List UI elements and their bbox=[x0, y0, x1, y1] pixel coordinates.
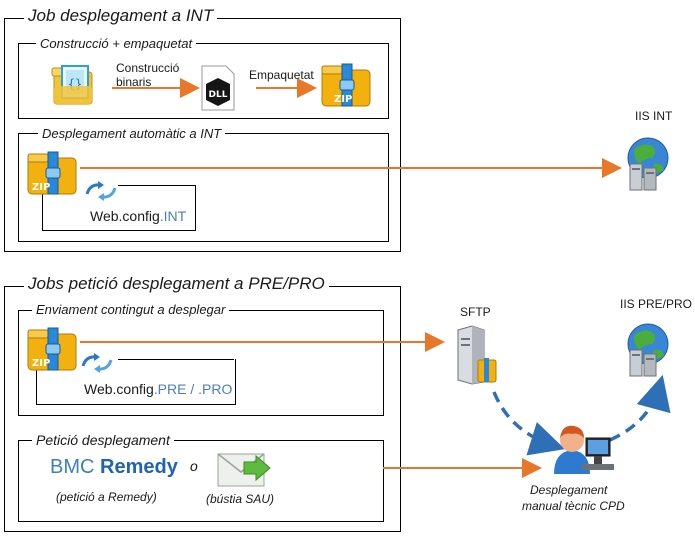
refresh-icon bbox=[85, 181, 117, 201]
svg-text:ZIP: ZIP bbox=[32, 182, 50, 193]
pack-label: Empaquetat bbox=[249, 68, 314, 82]
refresh-icon bbox=[81, 353, 113, 373]
source-code-icon: {} bbox=[51, 65, 93, 105]
manual-label-1: Desplegament bbox=[530, 483, 608, 497]
send-title: Enviament contingut a desplegar bbox=[32, 302, 230, 317]
bmc-remedy-logo: BMC Remedy bbox=[50, 456, 178, 479]
iis-server-icon bbox=[627, 137, 669, 191]
svg-text:ZIP: ZIP bbox=[32, 358, 50, 369]
auto-deploy-title: Desplegament automàtic a INT bbox=[38, 126, 226, 141]
iis-int-label: IIS INT bbox=[635, 109, 673, 123]
job-int-title: Job desplegament a INT bbox=[24, 6, 218, 26]
config-int-prefix: Web.config bbox=[90, 208, 160, 224]
bmc-text: BMC bbox=[50, 456, 95, 478]
build-title: Construcció + empaquetat bbox=[36, 36, 197, 51]
config-pre-prefix: Web.config bbox=[84, 381, 154, 397]
config-int-label: Web.config.INT bbox=[90, 208, 186, 224]
config-int-box bbox=[42, 185, 196, 231]
iis-pre-label: IIS PRE/PRO bbox=[620, 297, 693, 311]
build-frame bbox=[18, 43, 389, 119]
sftp-server-icon bbox=[457, 325, 497, 385]
build-step1b-label: binaris bbox=[116, 75, 152, 89]
config-pre-box bbox=[36, 359, 236, 405]
zip-icon: ZIP bbox=[27, 327, 77, 371]
svg-text:DLL: DLL bbox=[209, 90, 228, 100]
dashed-user-iis bbox=[609, 374, 671, 442]
config-pre-label: Web.config.PRE / .PRO bbox=[84, 381, 232, 397]
or-label: o bbox=[190, 458, 198, 474]
remedy-text: Remedy bbox=[100, 456, 178, 478]
dashed-sftp-user bbox=[492, 391, 566, 456]
build-step1-label: Construcció bbox=[116, 61, 180, 75]
mail-icon bbox=[217, 453, 271, 487]
request-frame bbox=[18, 440, 384, 522]
iis-server-icon bbox=[627, 323, 669, 377]
zip-icon: ZIP bbox=[321, 63, 371, 107]
dll-icon: DLL bbox=[201, 65, 235, 111]
config-pre-box-top bbox=[118, 359, 234, 360]
config-int-suffix: .INT bbox=[159, 208, 187, 224]
config-pre-suffix: .PRE / .PRO bbox=[153, 381, 233, 397]
sftp-label: SFTP bbox=[460, 305, 491, 319]
user-computer-icon bbox=[554, 425, 614, 474]
request-title: Petició desplegament bbox=[32, 432, 174, 448]
config-int-box-top bbox=[118, 185, 195, 186]
job-pre-title: Jobs petició desplegament a PRE/PRO bbox=[24, 274, 329, 294]
manual-label-2: manual tècnic CPD bbox=[522, 499, 625, 513]
remedy-note: (petició a Remedy) bbox=[56, 490, 157, 504]
mail-note: (bústia SAU) bbox=[206, 492, 275, 506]
zip-icon: ZIP bbox=[27, 151, 77, 195]
svg-text:ZIP: ZIP bbox=[334, 94, 352, 105]
